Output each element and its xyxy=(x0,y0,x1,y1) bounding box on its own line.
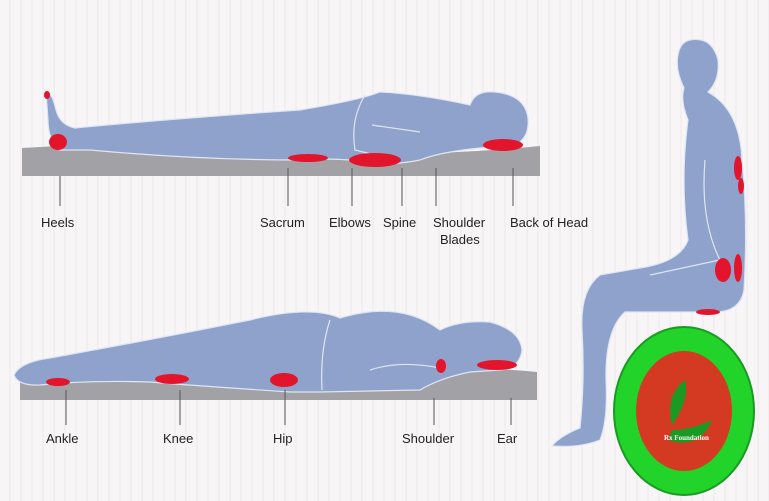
label-ear: Ear xyxy=(497,431,518,446)
lateral-figure: Ankle Knee Hip Shoulder Ear xyxy=(13,310,537,446)
label-shoulder: Shoulder xyxy=(433,215,486,230)
label-blades: Blades xyxy=(440,232,480,247)
pressure-point-elbow-spine xyxy=(349,153,401,167)
pressure-point-shoulder xyxy=(436,359,446,373)
label-ankle: Ankle xyxy=(46,431,79,446)
pressure-point-back-of-head xyxy=(483,139,523,151)
pressure-point-sacrum xyxy=(288,154,328,162)
pressure-point-hip xyxy=(270,373,298,387)
label-heels: Heels xyxy=(41,215,75,230)
pressure-point-knee xyxy=(155,374,189,384)
label-hip: Hip xyxy=(273,431,293,446)
label-sacrum: Sacrum xyxy=(260,215,305,230)
supine-figure: Heels Sacrum Elbows Spine Shoulder Blade… xyxy=(22,91,588,247)
label-spine: Spine xyxy=(383,215,416,230)
label-back-of-head: Back of Head xyxy=(510,215,588,230)
sitting-body xyxy=(550,38,747,447)
label-knee: Knee xyxy=(163,431,193,446)
supine-body xyxy=(45,91,529,165)
pressure-point-sacrum xyxy=(715,258,731,282)
label-elbows: Elbows xyxy=(329,215,371,230)
pressure-point-buttocks xyxy=(696,309,720,315)
rx-foundation-logo: Rx Foundation xyxy=(613,326,755,496)
pressure-point-heel xyxy=(49,134,67,150)
label-shoulder: Shoulder xyxy=(402,431,455,446)
pressure-point-ankle xyxy=(46,378,70,386)
sitting-figure xyxy=(550,38,747,447)
pressure-point-shoulder-blade xyxy=(734,156,742,180)
pressure-point-ear xyxy=(477,360,517,370)
svg-text:Rx Foundation: Rx Foundation xyxy=(664,434,709,442)
lateral-body xyxy=(13,310,523,393)
